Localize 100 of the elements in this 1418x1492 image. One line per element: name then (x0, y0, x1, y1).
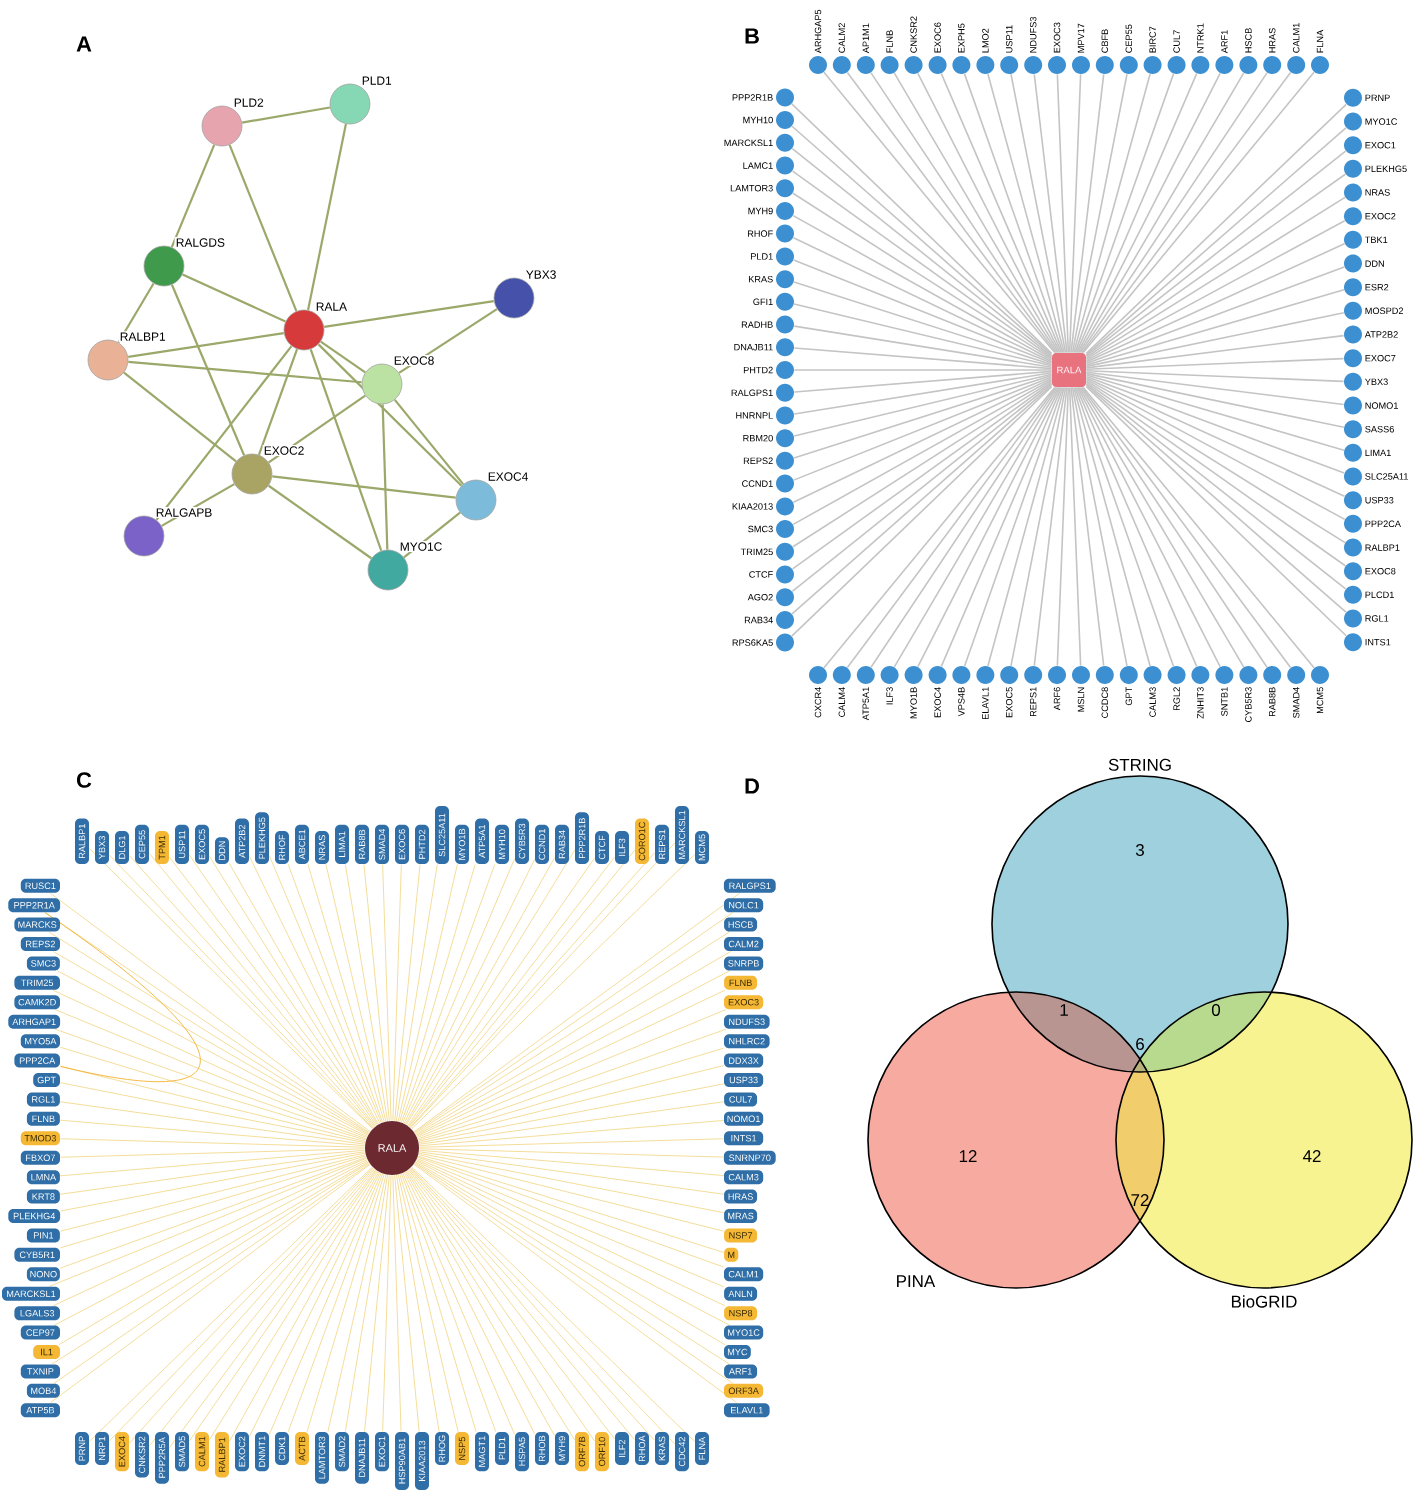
network-edge (397, 863, 458, 1122)
network-edge (395, 863, 438, 1122)
network-edge (307, 123, 347, 311)
network-edge (155, 345, 293, 521)
network-edge (1071, 73, 1128, 354)
network-edge (320, 340, 366, 374)
network-edge (241, 106, 331, 124)
network-edge (170, 144, 216, 248)
network-edge (1070, 73, 1105, 354)
network-edge (59, 1156, 367, 1269)
network-edge (392, 1174, 402, 1433)
network-edge (268, 855, 382, 1124)
network-edge (344, 863, 388, 1122)
network-edge (1070, 386, 1105, 667)
network-edge (418, 1101, 725, 1145)
network-edge (1068, 386, 1082, 667)
network-edge (793, 372, 1053, 415)
network-edge (123, 371, 237, 463)
network-edge (793, 347, 1053, 370)
network-edge (987, 386, 1066, 667)
network-edge (1085, 311, 1345, 368)
network-edge (1072, 73, 1151, 354)
network-edge (182, 273, 286, 323)
network-edge (1056, 386, 1070, 667)
network-edge (392, 863, 402, 1122)
node-label: BioGRID (1231, 1295, 1297, 1308)
network-edge (1071, 386, 1128, 667)
network-edge (418, 1138, 725, 1148)
network-edge (1085, 371, 1345, 406)
network-edge (268, 1172, 382, 1435)
network-edge (327, 1174, 387, 1432)
network-edge (363, 863, 390, 1122)
network-edge (793, 373, 1053, 437)
network-edge (1072, 386, 1151, 667)
network-edge (402, 858, 516, 1124)
network-edge (382, 1174, 392, 1433)
region-count: 72 (1131, 1194, 1149, 1206)
network-edge (1010, 386, 1067, 667)
network-edge (128, 360, 362, 384)
network-edge (1085, 374, 1345, 451)
network-edge (792, 259, 1053, 364)
region-count: 42 (1302, 1150, 1321, 1162)
region-count: 0 (1211, 1004, 1221, 1016)
network-edge (394, 863, 421, 1122)
network-edge (268, 394, 366, 464)
network-edge (268, 484, 372, 560)
network-edge (257, 348, 299, 456)
network-edge (940, 72, 1063, 354)
network-edge (1010, 73, 1067, 354)
region-count: 12 (959, 1150, 977, 1162)
network-edge (397, 1174, 459, 1433)
network-edge (287, 863, 384, 1123)
network-edge (59, 1119, 366, 1147)
network-edge (117, 282, 155, 344)
network-edge (418, 1151, 725, 1195)
network-edge (325, 863, 387, 1122)
network-edge (792, 236, 1053, 363)
network-edge (418, 1152, 725, 1214)
network-edge (60, 1152, 366, 1212)
network-edge (1075, 72, 1198, 354)
network-edge (170, 284, 246, 456)
network-edge (364, 1174, 390, 1432)
network-edge (228, 144, 298, 312)
network-edge (309, 348, 383, 552)
network-edge (1033, 73, 1068, 354)
network-edge (793, 370, 1053, 393)
node-label: STRING (1108, 758, 1171, 771)
network-edge (792, 376, 1053, 481)
network-edge (394, 399, 464, 485)
network-edge (793, 374, 1053, 459)
network-edge (940, 386, 1063, 668)
network-edge (317, 343, 463, 487)
network-edge (793, 369, 1053, 371)
panel-letter: B (745, 28, 759, 44)
network-edge (1085, 378, 1346, 521)
network-edge (963, 73, 1064, 354)
network-edge (394, 1174, 420, 1433)
network-edge (403, 511, 461, 559)
network-edge (54, 1009, 368, 1139)
network-edge (48, 1157, 368, 1287)
network-edge (417, 1028, 727, 1140)
network-edge (402, 1172, 516, 1435)
network-edge (59, 1154, 366, 1232)
network-edge (1085, 242, 1346, 363)
network-edge (59, 1046, 367, 1141)
network-edge (1033, 386, 1068, 667)
network-edge (793, 303, 1053, 367)
network-edge (248, 855, 381, 1124)
network-edge (228, 863, 379, 1125)
network-edge (396, 1174, 440, 1433)
network-edge (161, 483, 235, 527)
panel-letter: D (745, 778, 759, 794)
network-edge (306, 1173, 385, 1433)
network-edge (248, 1172, 381, 1438)
network-edge (344, 1174, 388, 1433)
network-edge (128, 332, 284, 358)
network-edge (1074, 73, 1175, 354)
network-edge (792, 377, 1053, 504)
panel-letter: A (76, 36, 92, 52)
network-edge (418, 1083, 725, 1144)
